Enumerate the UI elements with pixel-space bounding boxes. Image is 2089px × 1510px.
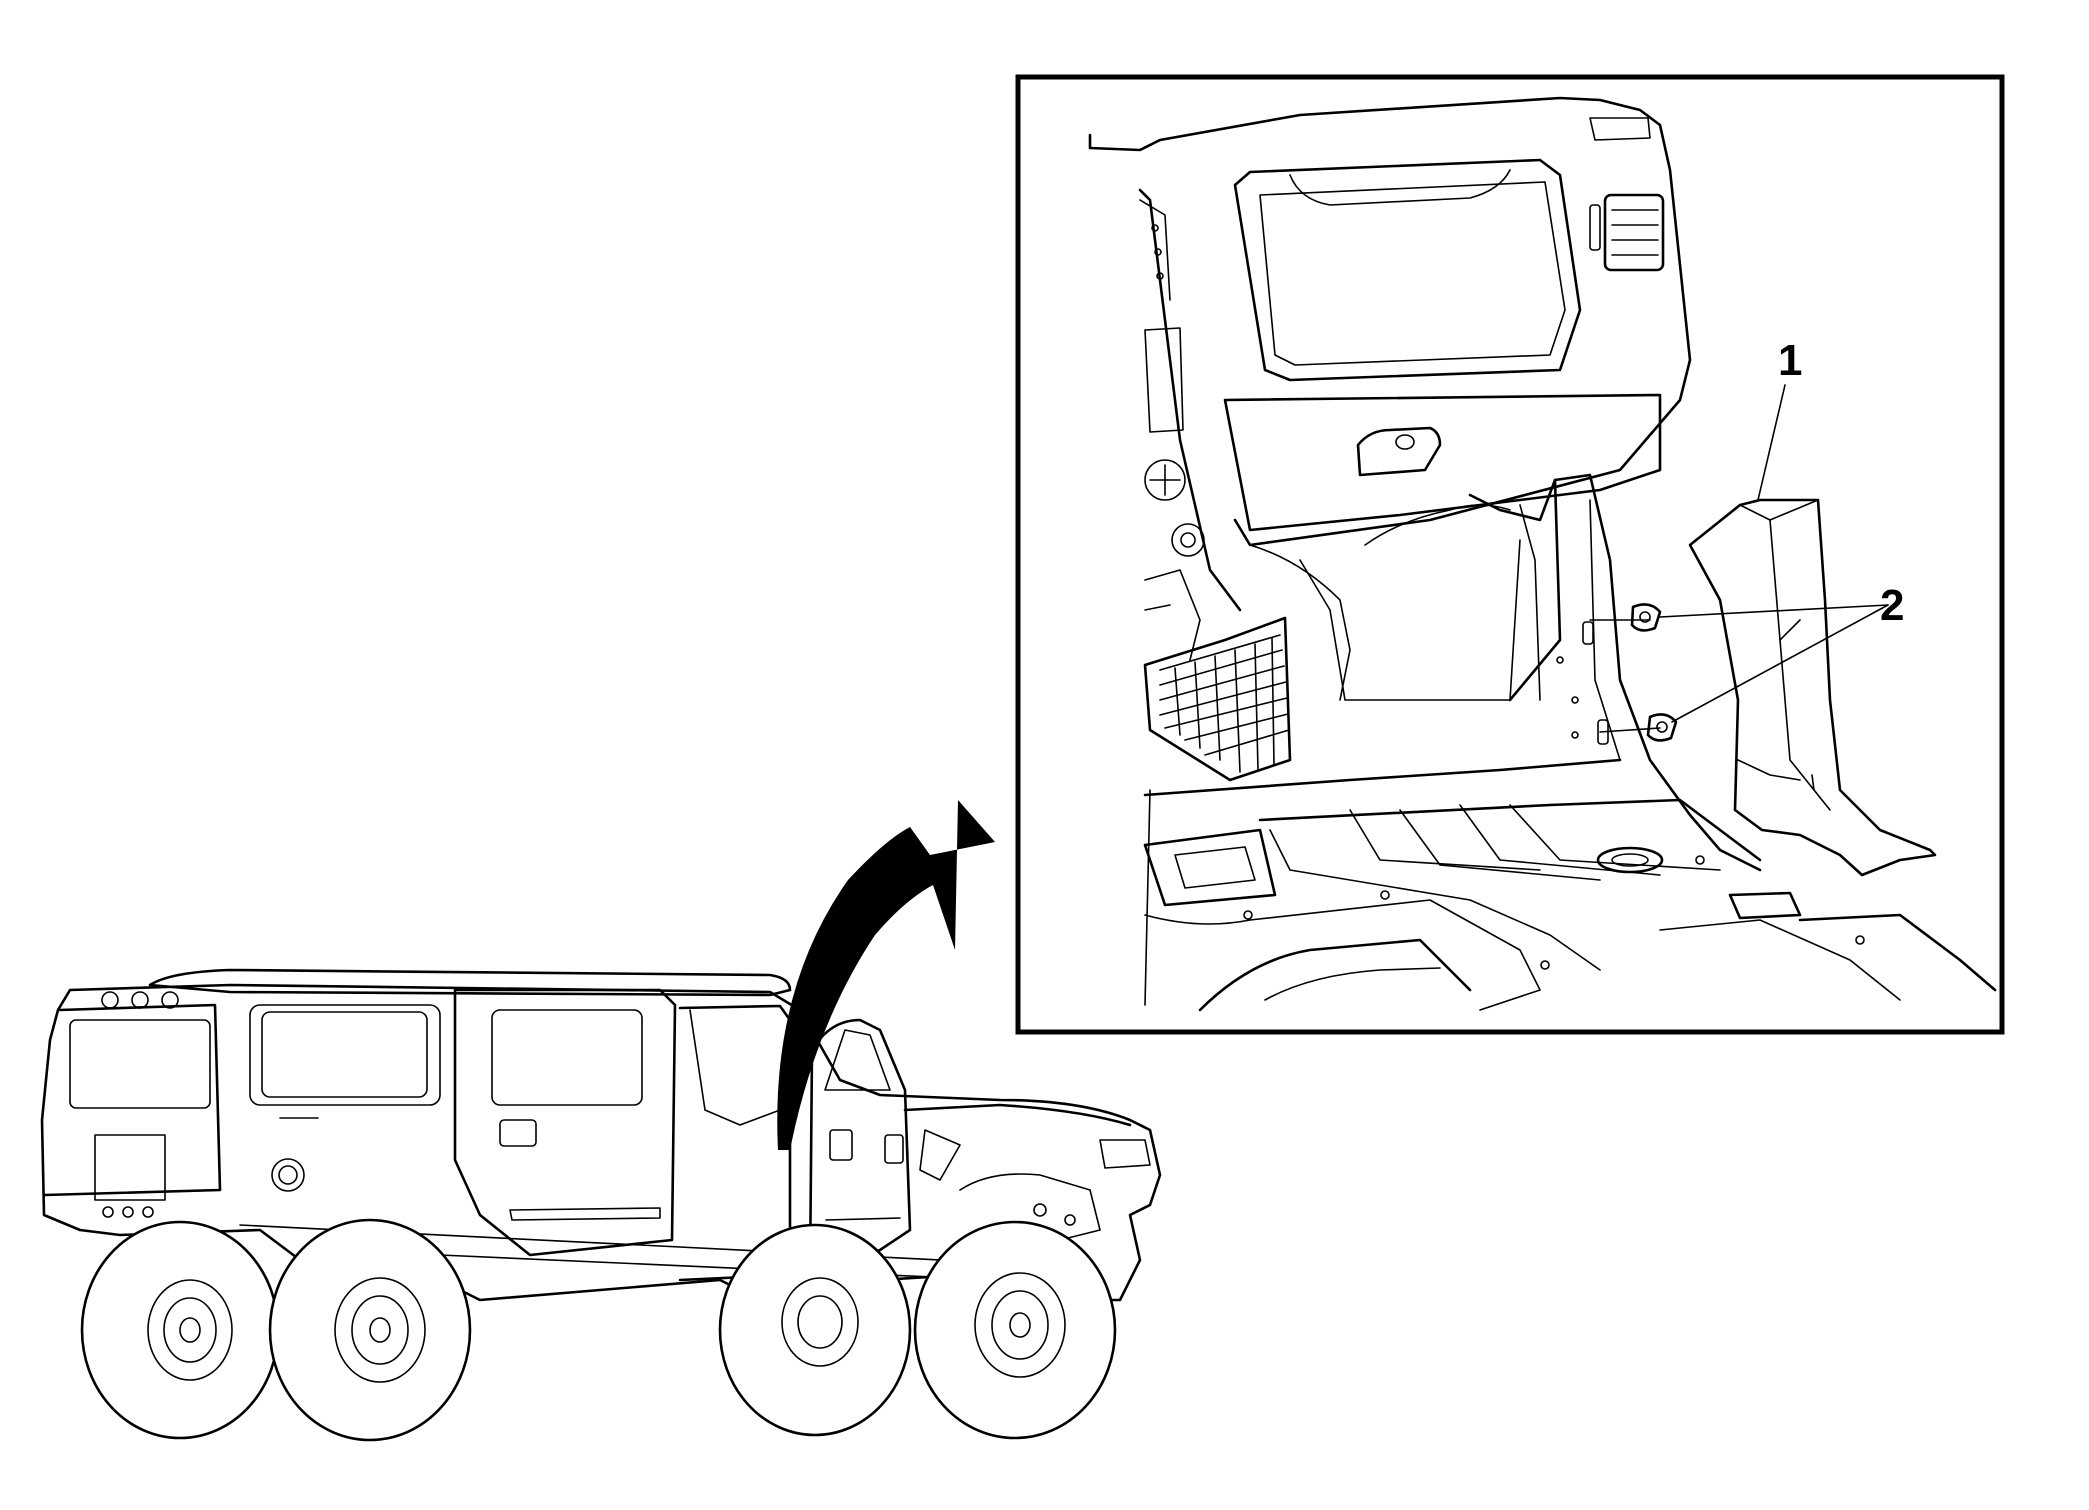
rear-wheel-inner — [268, 1218, 472, 1442]
callout-2: 2 — [1880, 581, 1904, 630]
vehicle-overview — [40, 968, 1162, 1442]
pillar-trim-panel — [1688, 498, 1937, 877]
curved-direction-arrow — [777, 800, 995, 1150]
console-net — [1143, 616, 1292, 782]
front-wheel-inner — [718, 1223, 912, 1437]
front-wheel-outer — [913, 1220, 1117, 1440]
retainer-clip-lower — [1599, 713, 1678, 742]
retainer-clip-upper — [1589, 603, 1662, 632]
rear-wheel-outer — [80, 1220, 280, 1440]
leader-lines — [1659, 384, 1889, 723]
callout-1: 1 — [1778, 336, 1802, 385]
detail-inset: 1 2 — [1015, 74, 2005, 1035]
